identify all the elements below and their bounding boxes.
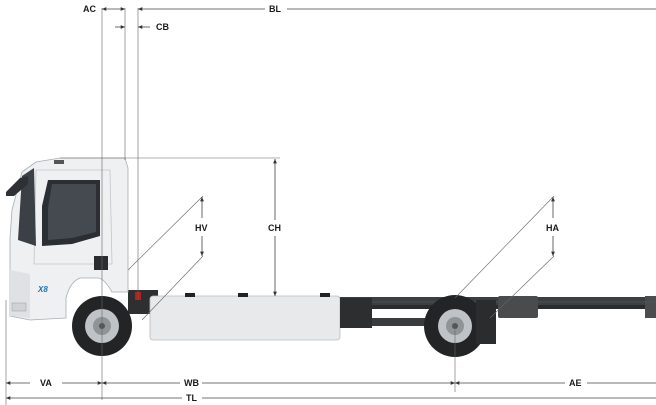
dimension-lines: AC BL CB CH HV HA VA WB xyxy=(5,4,656,405)
ha-label: HA xyxy=(546,223,559,233)
bl-label: BL xyxy=(269,4,281,14)
model-badge: X8 xyxy=(37,285,48,294)
rear-components xyxy=(340,298,372,328)
chassis-rear-end xyxy=(645,296,656,318)
side-mirror xyxy=(6,176,28,196)
ae-label: AE xyxy=(569,378,582,388)
wb-label: WB xyxy=(184,378,199,388)
truck-chassis-illustration: X8 xyxy=(6,157,656,357)
cb-label: CB xyxy=(156,22,169,32)
ac-label: AC xyxy=(83,4,96,14)
tl-label: TL xyxy=(186,393,197,403)
hv-label: HV xyxy=(195,223,208,233)
battery-pack xyxy=(149,295,341,341)
ch-label: CH xyxy=(268,223,281,233)
va-label: VA xyxy=(40,378,52,388)
rear-wheel xyxy=(424,295,486,357)
side-box xyxy=(498,296,538,318)
